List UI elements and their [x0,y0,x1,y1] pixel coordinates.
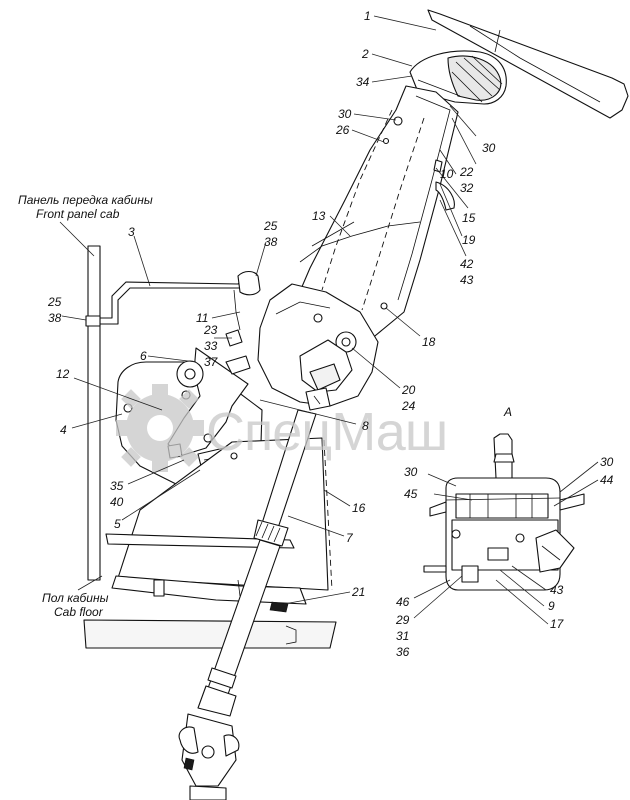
callout-30-right: 30 [482,141,496,155]
callout-45: 45 [404,487,418,501]
callout-13: 13 [312,209,326,223]
callout-37: 37 [204,355,219,369]
callout-43-main: 43 [460,273,474,287]
callout-29: 29 [395,613,410,627]
callout-30-detail-right: 30 [600,455,614,469]
label-view-a: A [503,405,512,419]
intermediate-shaft [197,409,317,717]
callout-38-left: 38 [48,311,62,325]
callout-10: 10 [440,167,454,181]
callout-25-left: 25 [47,295,62,309]
watermark-text: СпецМаш [206,402,447,462]
callout-32: 32 [460,181,474,195]
caption-floor-en: Cab floor [54,605,104,619]
steering-wheel [427,9,629,119]
callout-31: 31 [396,629,409,643]
callout-11: 11 [196,311,208,325]
detail-view-a [423,433,585,591]
front-panel-plate [87,245,101,581]
universal-joint [178,713,240,800]
callout-46: 46 [396,595,410,609]
caption-floor-ru: Пол кабины [42,591,109,605]
callout-16: 16 [352,501,366,515]
callout-20: 20 [401,383,416,397]
callout-1: 1 [364,9,371,23]
callout-7: 7 [346,531,354,545]
callout-26: 26 [335,123,350,137]
callout-35: 35 [110,479,124,493]
callout-24: 24 [401,399,416,413]
caption-front-panel-ru: Панель передка кабины [18,193,153,207]
fasteners [153,329,289,613]
callout-43-detail: 43 [550,583,564,597]
tie-rod [85,270,261,331]
leader-lines [61,15,599,625]
callout-15: 15 [462,211,476,225]
callout-34: 34 [356,75,370,89]
callout-44: 44 [600,473,614,487]
callout-25-top: 25 [263,219,278,233]
lower-bracket [257,283,379,411]
watermark: СпецМаш [116,384,448,472]
callout-40: 40 [110,495,124,509]
callout-22: 22 [459,165,474,179]
callout-2: 2 [361,47,369,61]
callout-18: 18 [422,335,436,349]
callout-38-top: 38 [264,235,278,249]
callout-30-upper: 30 [338,107,352,121]
callout-labels: 1 2 34 30 26 30 22 10 32 15 19 42 43 13 … [47,9,614,659]
callout-8: 8 [362,419,369,433]
callout-42: 42 [460,257,474,271]
callout-36: 36 [396,645,410,659]
callout-9: 9 [548,599,555,613]
callout-33: 33 [204,339,218,353]
watermark-gear-icon [116,384,204,472]
callout-17: 17 [550,617,565,631]
callout-21: 21 [351,585,365,599]
callout-19: 19 [462,233,476,247]
wheel-hub [409,50,507,105]
callout-23: 23 [203,323,218,337]
callout-6: 6 [140,349,147,363]
callout-12: 12 [56,367,70,381]
callout-3: 3 [128,225,135,239]
callout-30-detail-left: 30 [404,465,418,479]
callout-5: 5 [114,517,121,531]
callout-4: 4 [60,423,67,437]
caption-front-panel-en: Front panel cab [36,207,120,221]
